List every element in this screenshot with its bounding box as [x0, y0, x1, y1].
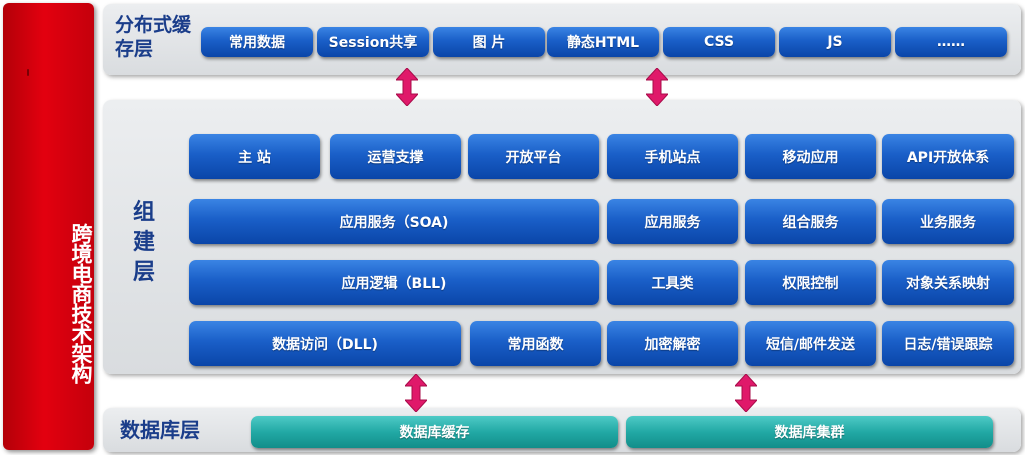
build-item-permissions[interactable]: 权限控制	[745, 260, 876, 305]
sidebar-title: 跨境电商技术架构	[3, 198, 94, 408]
cache-item-session[interactable]: Session共享	[317, 27, 429, 57]
build-item-main-site[interactable]: 主 站	[189, 134, 320, 179]
build-item-common-functions[interactable]: 常用函数	[470, 321, 601, 366]
build-item-soa[interactable]: 应用服务（SOA)	[189, 199, 599, 244]
build-item-dll[interactable]: 数据访问（DLL)	[189, 321, 461, 366]
cache-item-common-data[interactable]: 常用数据	[201, 27, 313, 57]
sidebar: 跨境电商技术架构	[3, 3, 94, 450]
cache-item-more[interactable]: ……	[895, 27, 1007, 57]
build-item-mobile-app[interactable]: 移动应用	[745, 134, 876, 179]
double-arrow-icon	[396, 68, 418, 106]
sidebar-mark	[27, 69, 29, 76]
cache-layer-title: 分布式缓存层	[115, 14, 192, 60]
cache-item-css[interactable]: CSS	[663, 27, 775, 57]
build-item-api[interactable]: API开放体系	[882, 134, 1014, 179]
db-layer-title: 数据库层	[120, 418, 200, 442]
build-item-encryption[interactable]: 加密解密	[607, 321, 738, 366]
build-item-open-platform[interactable]: 开放平台	[468, 134, 599, 179]
build-item-mobile-site[interactable]: 手机站点	[607, 134, 738, 179]
double-arrow-icon	[646, 68, 668, 106]
build-item-composite-service[interactable]: 组合服务	[745, 199, 876, 244]
build-item-app-service[interactable]: 应用服务	[607, 199, 738, 244]
db-layer-panel: 数据库层 数据库缓存 数据库集群	[103, 408, 1021, 452]
cache-item-images[interactable]: 图 片	[433, 27, 545, 57]
build-item-orm[interactable]: 对象关系映射	[882, 260, 1014, 305]
db-item-cluster[interactable]: 数据库集群	[626, 416, 993, 448]
cache-item-js[interactable]: JS	[779, 27, 891, 57]
cache-layer-panel: 分布式缓存层 常用数据 Session共享 图 片 静态HTML CSS JS …	[103, 4, 1021, 75]
build-item-tools[interactable]: 工具类	[607, 260, 738, 305]
build-item-logging[interactable]: 日志/错误跟踪	[882, 321, 1014, 366]
db-item-cache[interactable]: 数据库缓存	[251, 416, 618, 448]
build-item-bll[interactable]: 应用逻辑（BLL)	[189, 260, 599, 305]
build-item-business-service[interactable]: 业务服务	[882, 199, 1014, 244]
build-layer-title: 组建层	[133, 200, 156, 285]
cache-item-static-html[interactable]: 静态HTML	[547, 27, 659, 57]
build-item-sms-email[interactable]: 短信/邮件发送	[745, 321, 876, 366]
sidebar-title-text: 跨境电商技术架构	[69, 223, 93, 383]
build-layer-panel: 组建层 主 站 运营支撑 开放平台 手机站点 移动应用 API开放体系 应用服务…	[103, 100, 1021, 374]
double-arrow-icon	[735, 374, 757, 412]
double-arrow-icon	[405, 374, 427, 412]
build-item-operations[interactable]: 运营支撑	[330, 134, 461, 179]
